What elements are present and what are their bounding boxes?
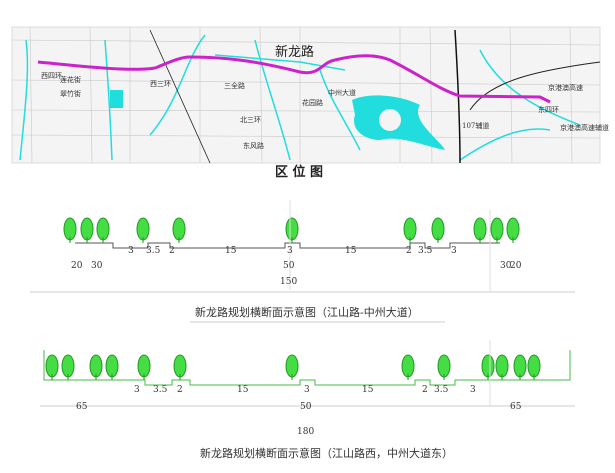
tree-icon [490, 217, 504, 243]
dim-red-line: 50 [283, 261, 295, 271]
railway [149, 29, 211, 164]
tree-icon [481, 354, 495, 380]
dim-bike-left: 3.5 [146, 246, 161, 256]
tree-icon [437, 354, 451, 380]
tree-icon [495, 354, 509, 380]
dim-green-right-outer: 20 [510, 261, 522, 271]
tree-icon [61, 354, 75, 380]
label-jga-aux: 京港澳高速辅道 [560, 123, 609, 132]
dim-median-left: 2 [169, 246, 175, 256]
tree-icon [80, 217, 94, 243]
tree-icon [403, 217, 417, 243]
tree-icon [136, 217, 150, 243]
tree-icon [285, 217, 299, 243]
tree-icon [506, 217, 520, 243]
dim-total: 180 [297, 427, 314, 437]
tree-icon [105, 354, 119, 380]
lake-west [110, 90, 123, 108]
tree-icon [401, 354, 415, 380]
location-map: 新龙路 西四环 莲花街 翠竹街 西三环 三全路 北三环 东风路 花园路 中州大道… [11, 26, 609, 164]
tree-icon [96, 217, 110, 243]
railway-east [454, 29, 461, 164]
tree-icon [63, 217, 77, 243]
dim-central-median: 3 [287, 246, 293, 256]
tree-icon [45, 354, 59, 380]
trees [45, 354, 541, 380]
dim-bike-left: 3.5 [153, 385, 168, 395]
label-east-4th-ring: 东四环 [538, 105, 559, 114]
dim-green-right: 65 [510, 402, 522, 412]
tree-icon [285, 354, 299, 380]
dim-green-left-inner: 30 [91, 261, 103, 271]
label-huayuan-rd: 花园路 [302, 98, 323, 107]
tree-icon [513, 354, 527, 380]
section1-caption: 新龙路规划横断面示意图（江山路-中州大道） [195, 305, 419, 319]
dim-carriageway-right: 15 [362, 385, 374, 395]
cross-section-2: 3 3.5 2 15 3 15 2 3.5 3 65 65 50 180 新龙路… [40, 340, 575, 460]
xinlong-road-line [37, 54, 551, 104]
label-lianhua-st: 莲花街 [60, 75, 81, 84]
tree-icon [137, 354, 151, 380]
label-west-3rd-ring: 西三环 [150, 80, 171, 88]
label-107-aux: 107辅道 [462, 121, 489, 130]
road-profile [43, 350, 571, 386]
dim-bike-right: 3.5 [418, 246, 433, 256]
dim-red-line: 50 [300, 402, 312, 412]
dim-carriageway-right: 15 [345, 246, 357, 256]
tree-icon [431, 217, 445, 243]
location-map-title: 区 位 图 [275, 164, 323, 180]
dim-bike-right: 3.5 [434, 385, 449, 395]
tree-icon [473, 217, 487, 243]
dim-median-right: 2 [406, 246, 412, 256]
dim-sidewalk-left: 3 [128, 246, 134, 256]
section2-caption: 新龙路规划横断面示意图（江山路西，中州大道东） [200, 446, 453, 460]
trees [63, 217, 520, 243]
tree-icon [172, 217, 186, 243]
tree-icon [527, 354, 541, 380]
label-zhongzhou-ave: 中州大道 [328, 88, 356, 97]
tree-icon [89, 354, 103, 380]
label-cuizhu-st: 翠竹街 [60, 89, 81, 98]
label-north-3rd-ring: 北三环 [240, 116, 261, 124]
dim-green-left: 65 [76, 402, 88, 412]
label-dongfeng-rd: 东风路 [243, 141, 264, 150]
dim-sidewalk-left: 3 [134, 385, 140, 395]
road-name-label: 新龙路 [275, 44, 314, 60]
dim-sidewalk-right: 3 [451, 246, 457, 256]
dim-green-right-inner: 30 [500, 261, 512, 271]
dim-sidewalk-right: 3 [470, 385, 476, 395]
dim-total: 150 [280, 277, 297, 287]
dim-central-median: 3 [304, 385, 310, 395]
dim-median-left: 2 [177, 385, 183, 395]
label-sanquan-rd: 三全路 [224, 81, 245, 90]
dim-median-right: 2 [422, 385, 428, 395]
dim-carriageway-left: 15 [225, 246, 237, 256]
cross-section-1: 3 3.5 2 15 3 15 2 3.5 3 20 30 30 20 50 1… [30, 200, 575, 323]
dim-carriageway-left: 15 [237, 385, 249, 395]
dim-green-left-outer: 20 [71, 261, 83, 271]
street-grid [11, 26, 601, 164]
label-jga-expressway: 京港澳高速 [548, 83, 583, 92]
label-west-4th-ring: 西四环 [41, 72, 62, 80]
tree-icon [173, 354, 187, 380]
